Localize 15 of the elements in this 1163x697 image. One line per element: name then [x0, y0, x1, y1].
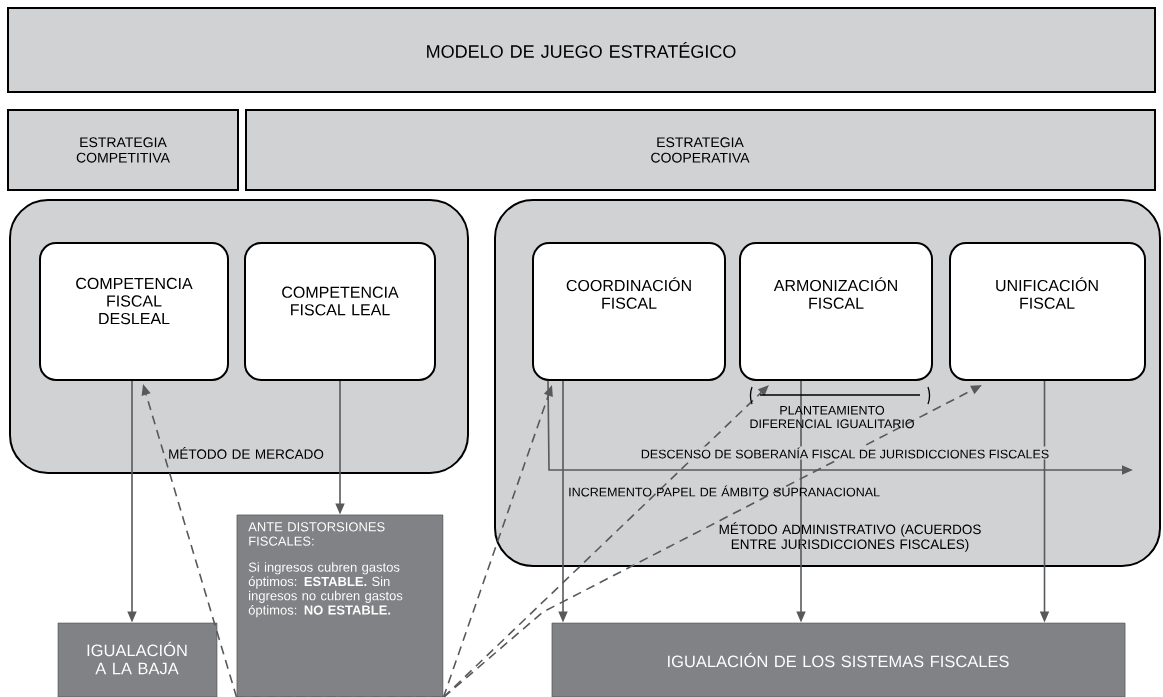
condition-box: ANTE DISTORSIONES FISCALES: Si ingresos cubren gastos óptimos: ESTABLE. Sin ingresos no cubren gastos óptimos: NO ESTABLE. — [236, 514, 444, 697]
title-box: MODELO DE JUEGO ESTRATÉGICO — [7, 7, 1156, 93]
concept-box: COMPETENCIA FISCAL DESLEAL — [39, 242, 229, 381]
concept-box: UNIFICACIÓN FISCAL — [949, 242, 1146, 381]
result-box: IGUALACIÓN DE LOS SISTEMAS FISCALES — [551, 622, 1126, 697]
note-label: INCREMENTO PAPEL DE ÁMBITO SUPRANACIONAL — [569, 485, 880, 497]
strategy-box: ESTRATEGIA COOPERATIVA — [245, 109, 1156, 191]
note-label: PLANTEAMIENTO DIFERENCIAL IGUALITARIO — [750, 405, 914, 429]
concept-box: COORDINACIÓN FISCAL — [532, 242, 726, 381]
concept-box: ARMONIZACIÓN FISCAL — [739, 242, 933, 381]
strategy-box: ESTRATEGIA COMPETITIVA — [7, 109, 239, 191]
concept-box: COMPETENCIA FISCAL LEAL — [244, 242, 436, 381]
result-box: IGUALACIÓN A LA BAJA — [57, 622, 218, 697]
arrow — [442, 385, 769, 697]
edge-label: DESCENSO DE SOBERANÍA FISCAL DE JURISDICCIONES FISCALES — [641, 447, 1049, 459]
